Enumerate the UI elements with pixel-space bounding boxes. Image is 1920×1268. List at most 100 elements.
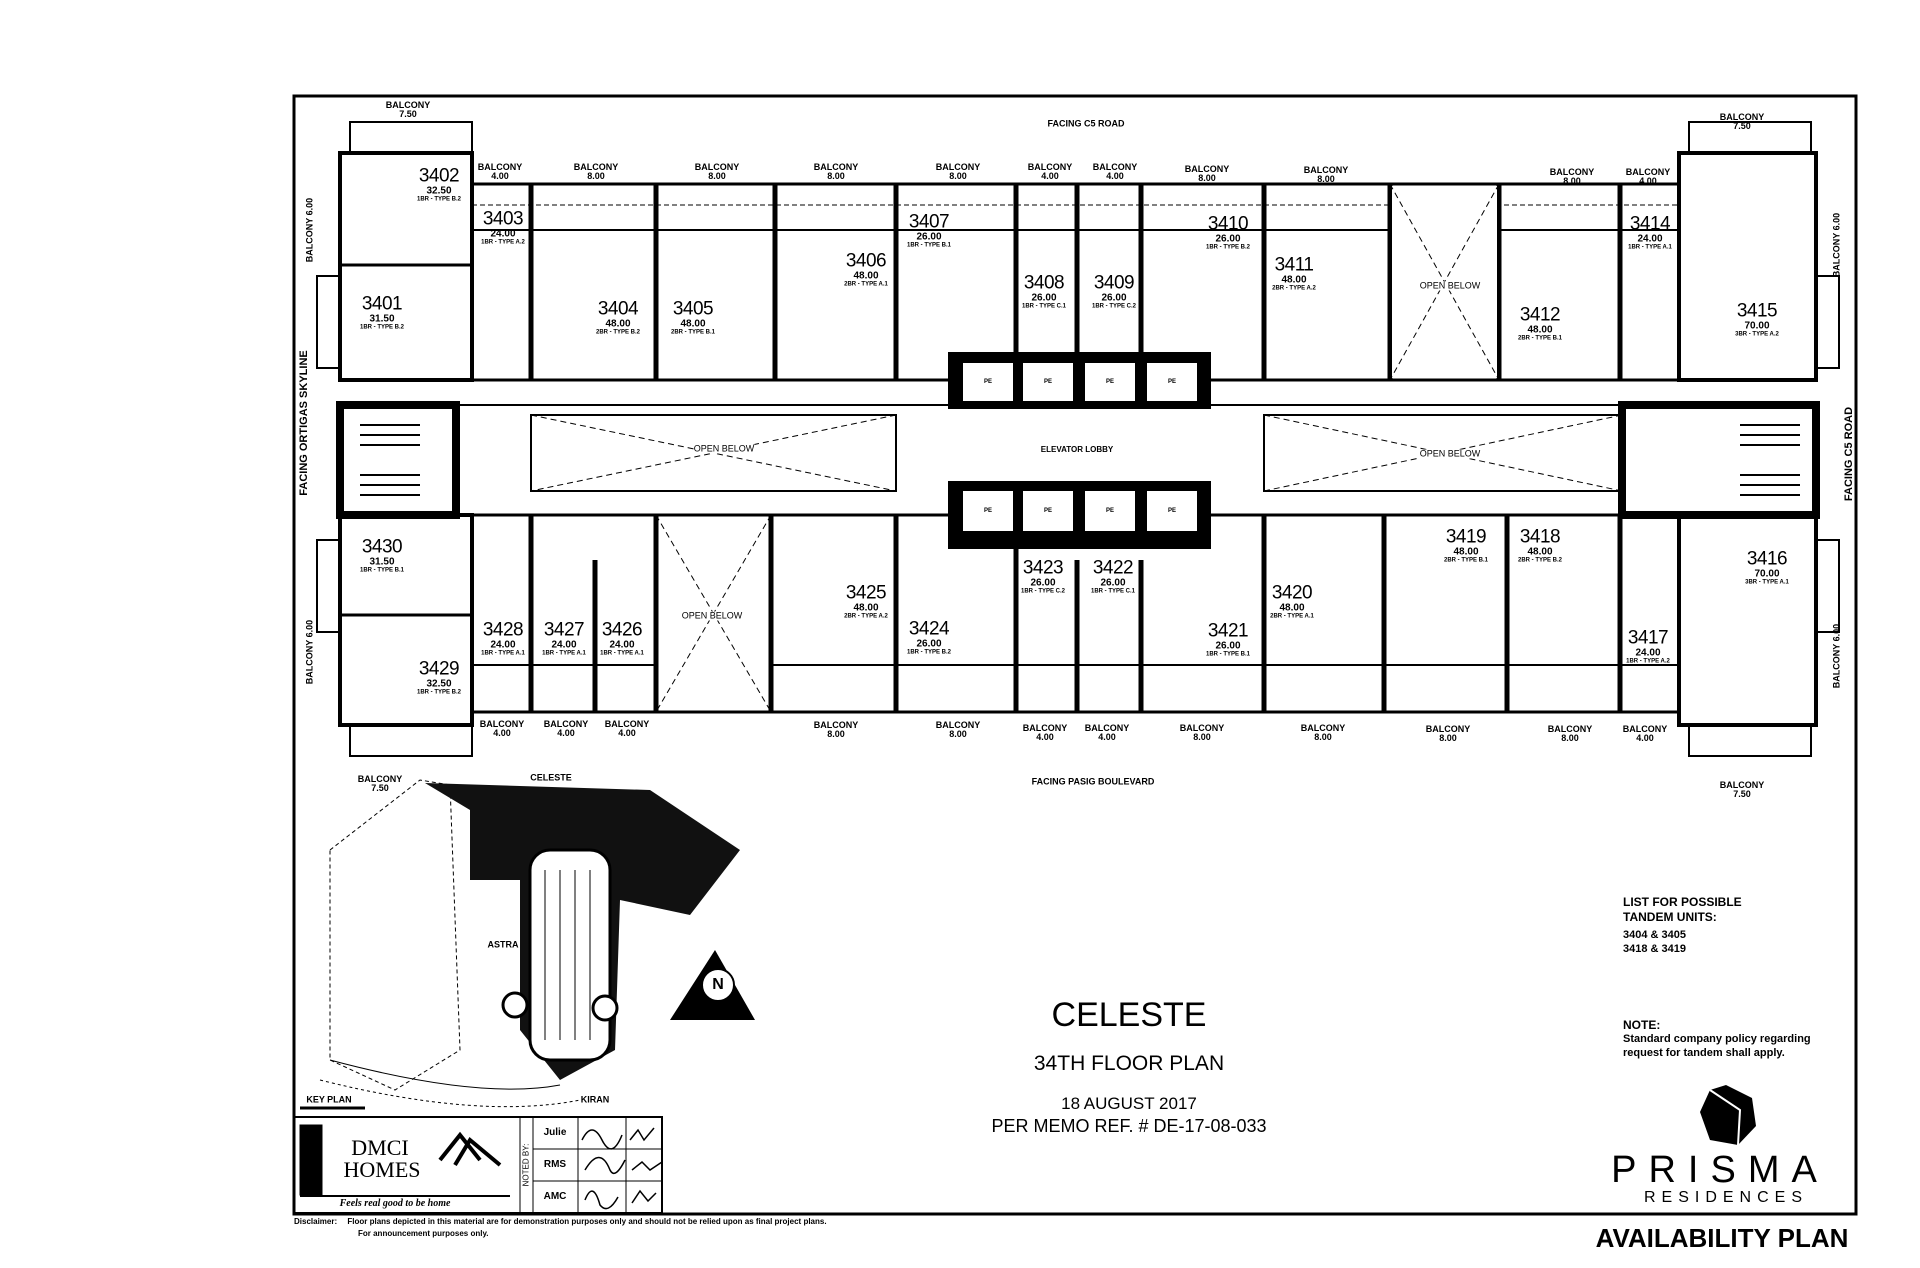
unit-type: 1BR - TYPE B.2 [906, 650, 952, 657]
balcony-size: 8.00 [1439, 733, 1457, 743]
unit-type: 1BR - TYPE A.1 [542, 651, 586, 658]
balcony-word: BALCONY [304, 639, 315, 685]
unit-number: 3414 [1629, 213, 1671, 235]
balcony-size: 8.00 [708, 171, 726, 181]
unit-area: 31.50 [369, 313, 395, 325]
open-below-label: OPEN BELOW [693, 443, 755, 454]
balcony-word: BALCONY [1625, 167, 1671, 177]
balcony-size: 7.50 [371, 783, 389, 793]
balcony-word: BALCONY [304, 217, 315, 263]
unit-area: 48.00 [680, 318, 706, 330]
unit-number: 3406 [845, 250, 887, 272]
unit-number: 3409 [1093, 272, 1135, 294]
balcony-size: 7.50 [399, 109, 417, 119]
balcony-word: BALCONY [604, 719, 650, 729]
unit-type: 2BR - TYPE B.1 [1517, 336, 1563, 343]
unit-area: 26.00 [1215, 233, 1241, 245]
unit-number: 3407 [908, 211, 950, 233]
unit-number: 3412 [1519, 304, 1561, 326]
balcony-size: 6.00 [304, 197, 315, 216]
open-below-label: OPEN BELOW [681, 610, 743, 621]
balcony-size: 4.00 [491, 171, 509, 181]
unit-number: 3418 [1519, 526, 1561, 548]
note-text: Standard company policy regarding [1623, 1033, 1811, 1045]
dmci-tagline: Feels real good to be home [339, 1198, 451, 1209]
unit-type: 1BR - TYPE B.1 [1205, 652, 1251, 659]
unit-area: 32.50 [426, 678, 452, 690]
open-below-label: OPEN BELOW [1419, 280, 1481, 291]
unit-type: 2BR - TYPE A.2 [1272, 286, 1316, 293]
balcony-word: BALCONY [1303, 165, 1349, 175]
unit-number: 3430 [361, 536, 403, 558]
unit-area: 70.00 [1754, 568, 1780, 580]
tandem-pair: 3418 & 3419 [1623, 942, 1686, 955]
availability-plan-title: AVAILABILITY PLAN [1595, 1223, 1849, 1253]
balcony-word: BALCONY [1300, 723, 1346, 733]
unit-number: 3415 [1736, 300, 1778, 322]
dmci-logo-line2: HOMES [343, 1157, 421, 1182]
balcony-word: BALCONY [477, 162, 523, 172]
elevator-car: PE [983, 508, 993, 514]
key-plan-astra: ASTRA [487, 939, 519, 950]
disclaimer-label: Disclaimer: [294, 1217, 338, 1226]
balcony-word: BALCONY [935, 162, 981, 172]
key-plan-kiran: KIRAN [580, 1094, 610, 1105]
elevator-car: PE [983, 379, 993, 385]
unit-number: 3427 [543, 619, 585, 641]
unit-type: 1BR - TYPE A.2 [1626, 659, 1670, 666]
signatures [581, 1129, 626, 1210]
signer-julie: Julie [543, 1127, 567, 1138]
unit-type: 1BR - TYPE B.1 [359, 568, 405, 575]
dmci-logo-line1: DMCI [351, 1135, 409, 1160]
unit-number: 3426 [601, 619, 643, 641]
unit-type: 1BR - TYPE B.1 [906, 243, 952, 250]
tandem-heading: LIST FOR POSSIBLE [1623, 895, 1742, 909]
unit-type: 1BR - TYPE C.1 [1090, 589, 1136, 596]
balcony-size: 8.00 [827, 171, 845, 181]
balcony-size: 4.00 [1098, 732, 1116, 742]
balcony-word: BALCONY [1622, 724, 1668, 734]
unit-type: 2BR - TYPE B.2 [595, 330, 641, 337]
unit-area: 24.00 [1637, 233, 1663, 245]
open-below-label: OPEN BELOW [1419, 448, 1481, 459]
facing-top-label: FACING C5 ROAD [1047, 118, 1125, 129]
unit-type: 1BR - TYPE A.2 [481, 240, 525, 247]
unit-number: 3422 [1092, 557, 1134, 579]
balcony-word: BALCONY [935, 720, 981, 730]
signer-rms: RMS [543, 1159, 567, 1170]
elevator-car: PE [1105, 379, 1115, 385]
balcony-word: BALCONY [573, 162, 619, 172]
unit-area: 26.00 [1031, 292, 1057, 304]
balcony-word: BALCONY [1831, 643, 1842, 689]
balcony-size: 6.00 [1831, 212, 1842, 231]
balcony-word: BALCONY [1179, 723, 1225, 733]
unit-area: 31.50 [369, 556, 395, 568]
balcony-size: 4.00 [1041, 171, 1059, 181]
balcony-size: 8.00 [587, 171, 605, 181]
unit-number: 3416 [1746, 548, 1788, 570]
balcony-word: BALCONY [1547, 724, 1593, 734]
noted-by-label: NOTED BY: [521, 1143, 531, 1187]
balcony-word: BALCONY [543, 719, 589, 729]
balcony-size: 4.00 [1106, 171, 1124, 181]
